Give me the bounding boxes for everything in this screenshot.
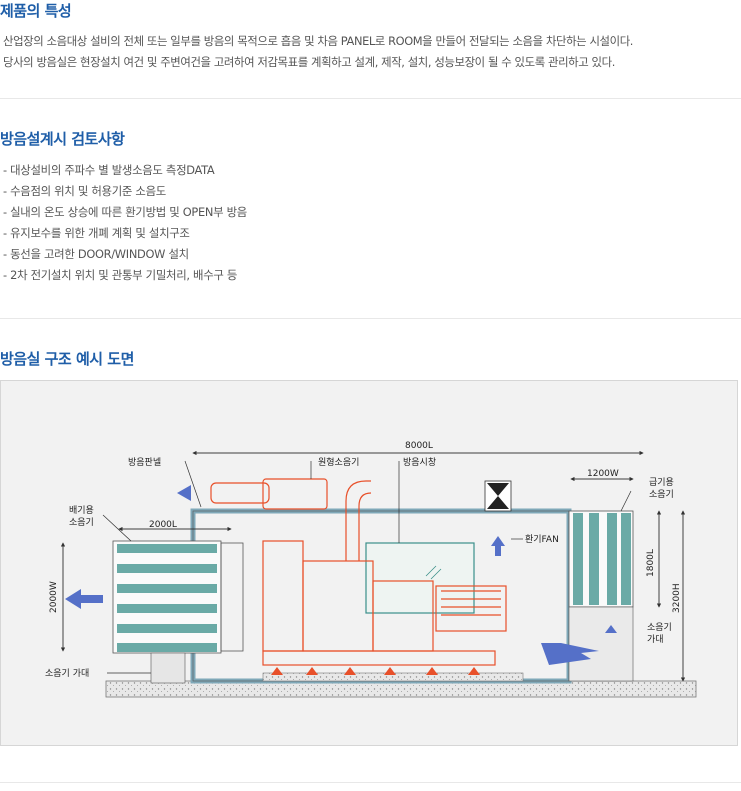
drawing-svg: 8000L 방음판넬 원형소음기 방음시창 1200W 급기용 소음기 배기용 … [45,441,697,698]
supply-silencer [568,510,634,682]
checklist-item: - 2차 전기설치 위치 및 관통부 기밀처리, 배수구 등 [3,268,238,282]
drawing-section-title: 방음실 구조 예시 도면 [0,350,134,368]
stand-left-label: 소음기 가대 [45,668,89,679]
supply-width-label: 1200W [587,469,619,479]
review-checklist: - 대상설비의 주파수 별 발생소음도 측정DATA - 수음점의 위치 및 허… [3,160,247,286]
silencer-stand-left [150,652,186,684]
ventilation-fan [484,480,512,512]
checklist-item: - 대상설비의 주파수 별 발생소음도 측정DATA [3,163,215,177]
checklist-item: - 실내의 온도 상승에 따른 환기방법 및 OPEN부 방음 [3,205,247,219]
exhaust-height-label: 2000W [49,581,59,613]
exhaust-silencer-label-2: 소음기 [69,517,94,528]
exhaust-silencer-label-1: 배기용 [69,505,94,516]
silencer-stand-right [568,606,634,682]
section-divider [0,98,741,99]
engine-mount-markers [271,667,480,675]
airflow-arrows [65,485,617,665]
stand-right-label-2: 가대 [647,634,664,645]
soundproof-room-drawing: 8000L 방음판넬 원형소음기 방음시창 1200W 급기용 소음기 배기용 … [0,380,738,746]
review-section-title: 방음설계시 검토사항 [0,130,125,148]
checklist-item: - 동선을 고려한 DOOR/WINDOW 설치 [3,247,189,261]
checklist-item: - 유지보수를 위한 개폐 계획 및 설치구조 [3,226,190,240]
circular-silencer-label: 원형소음기 [318,457,359,468]
panel-label: 방음판넬 [128,456,161,468]
exhaust-silencer [112,540,244,684]
room-height-label: 3200H [672,583,682,613]
supply-height-label: 1800L [646,549,656,577]
exhaust-length-label: 2000L [149,520,177,530]
soundproof-window [365,542,475,614]
supply-silencer-label-2: 소음기 [649,489,674,500]
stand-right-label-1: 소음기 [647,622,672,633]
section-divider [0,318,741,319]
checklist-item: - 수음점의 위치 및 허용기준 소음도 [3,184,166,198]
generator-engine [210,478,507,666]
product-description-line-1: 산업장의 소음대상 설비의 전체 또는 일부를 방음의 목적으로 흡음 및 차음… [3,34,634,48]
product-section-title: 제품의 특성 [0,2,72,20]
section-divider [0,782,741,783]
circular-silencer [262,478,328,510]
muffler-left [210,482,270,504]
fan-label: 환기FAN [525,533,559,545]
window-label: 방음시창 [403,457,436,468]
total-length-label: 8000L [405,441,433,451]
supply-silencer-label-1: 급기용 [649,477,674,488]
product-description-line-2: 당사의 방음실은 현장설치 여건 및 주변여건을 고려하여 저감목표를 계획하고… [3,55,615,69]
